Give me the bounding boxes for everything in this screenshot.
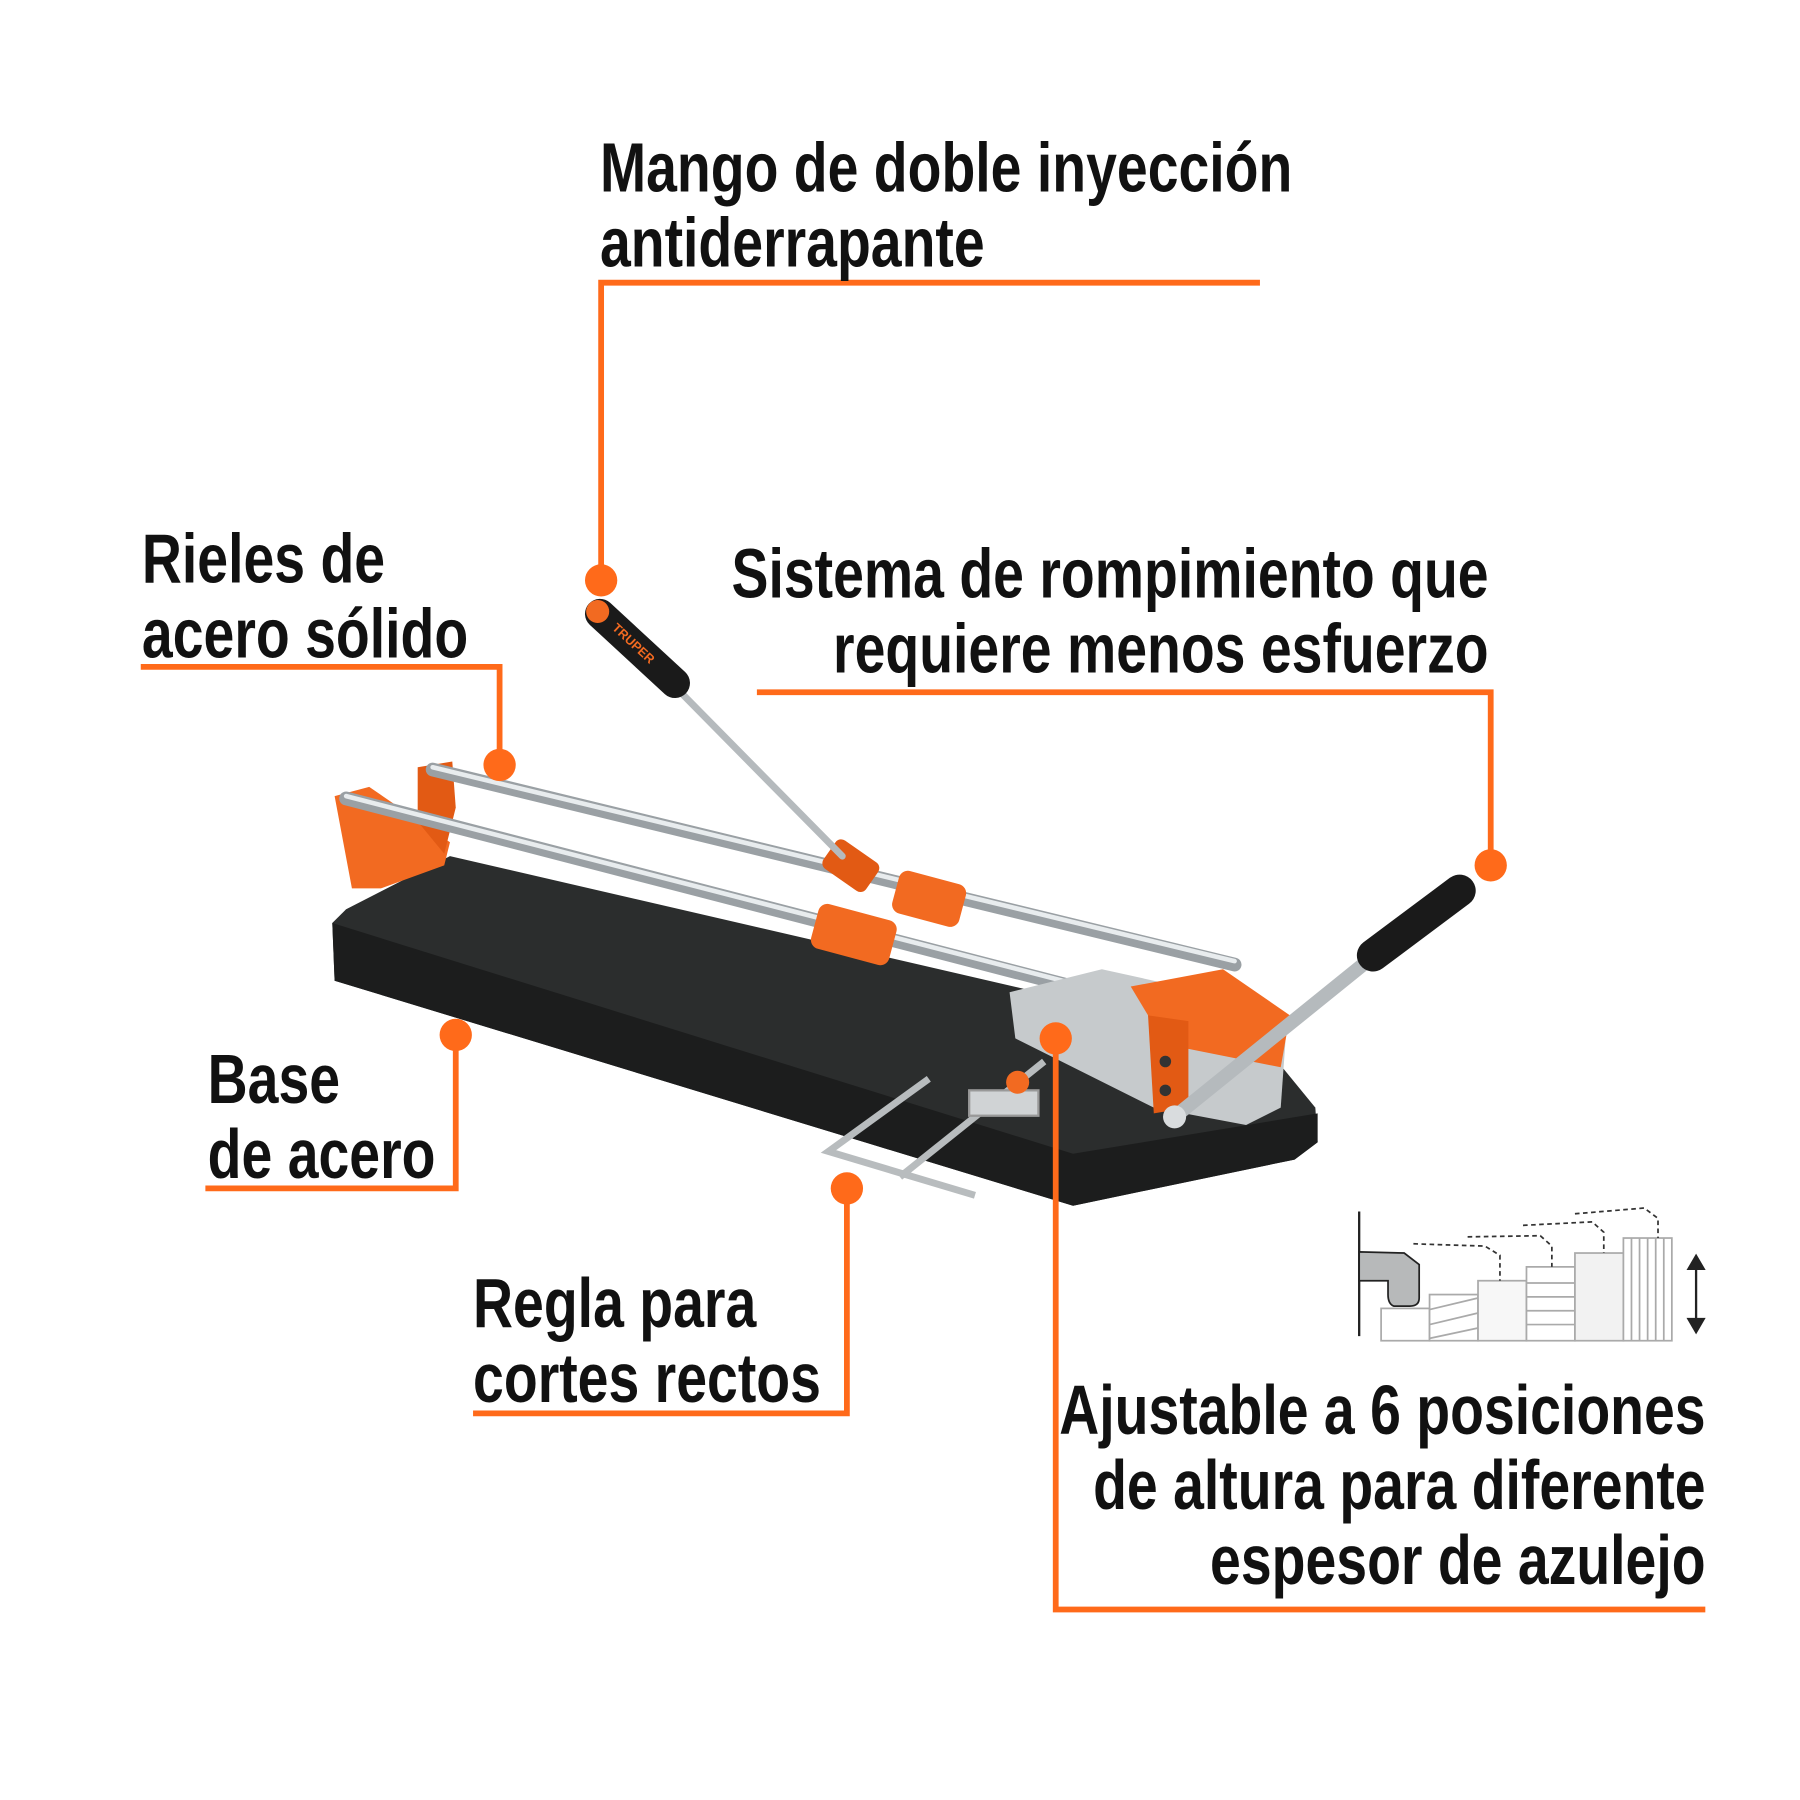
label-breaking-system: Sistema de rompimiento que requiere meno… [731, 537, 1488, 687]
label-line: requiere menos esfuerzo [832, 610, 1489, 688]
up-down-arrow-icon [1686, 1253, 1706, 1335]
steel-base [332, 856, 1318, 1206]
label-line: Base [207, 1040, 341, 1119]
ruler-guide [820, 1058, 1047, 1199]
label-line: Mango de doble inyección [599, 129, 1293, 207]
height-positions-diagram [1358, 1207, 1706, 1342]
label-line: cortes rectos [473, 1339, 821, 1417]
label-handle: Mango de doble inyección antiderrapante [600, 130, 1292, 280]
label-line: antiderrapante [599, 204, 985, 282]
label-height-adjust: Ajustable a 6 posiciones de altura para … [1059, 1373, 1705, 1598]
callout-dots [439, 564, 1507, 1205]
break-lever [1163, 874, 1476, 1129]
label-line: acero sólido [141, 595, 469, 673]
label-line: Regla para [473, 1264, 757, 1342]
label-ruler: Regla para cortes rectos [473, 1266, 821, 1416]
label-rails: Rieles de acero sólido [142, 522, 468, 672]
label-line: de acero [207, 1115, 436, 1194]
label-line: espesor de azulejo [1209, 1521, 1706, 1600]
label-line: Sistema de rompimiento que [731, 535, 1489, 613]
label-line: Rieles de [141, 520, 386, 598]
leader-lines [140, 279, 1706, 1613]
label-line: Ajustable a 6 posiciones [1058, 1371, 1706, 1450]
label-line: de altura para diferente [1092, 1446, 1706, 1525]
label-base: Base de acero [208, 1042, 436, 1192]
